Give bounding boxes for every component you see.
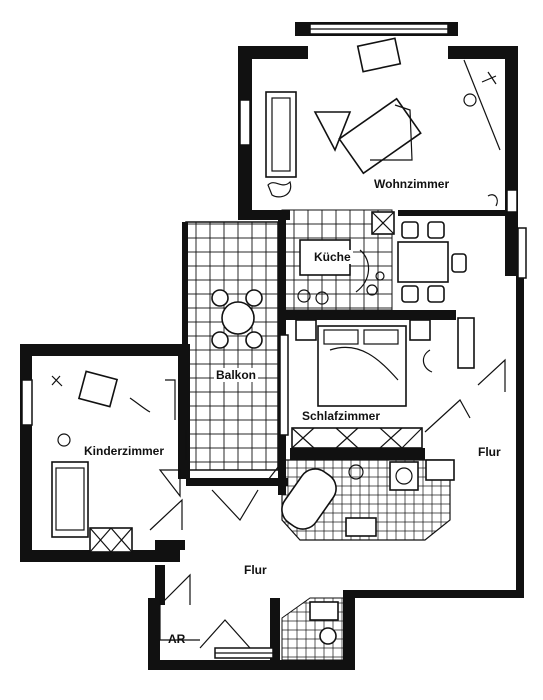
doors <box>149 358 506 649</box>
room-label-flur-bottom: Flur <box>244 563 267 577</box>
balcony-furniture <box>211 289 263 349</box>
room-label-ar: AR <box>168 632 186 646</box>
kids-room-furniture <box>51 370 176 553</box>
room-label-kueche: Küche <box>312 250 353 264</box>
room-label-balkon: Balkon <box>214 368 259 382</box>
room-label-kinderzimmer: Kinderzimmer <box>82 444 167 458</box>
wc-fixtures <box>309 601 339 645</box>
bathroom-furniture <box>281 459 455 537</box>
room-label-wohnzimmer: Wohnzimmer <box>374 177 450 191</box>
room-label-schlafzimmer: Schlafzimmer <box>300 409 383 423</box>
living-room-furniture <box>265 37 501 207</box>
windows <box>21 23 527 659</box>
room-label-flur-right: Flur <box>478 445 501 459</box>
bedroom-furniture <box>291 317 475 449</box>
balcony-floor <box>185 221 279 471</box>
dining-area <box>371 211 467 303</box>
